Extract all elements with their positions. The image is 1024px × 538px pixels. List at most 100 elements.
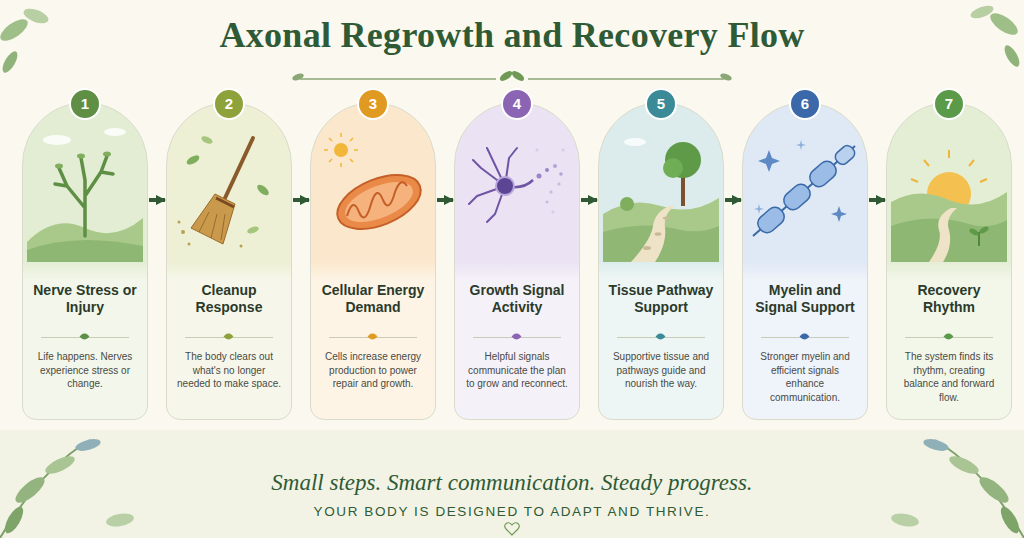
bristle-lines: [199, 212, 225, 240]
myelin-segment: [807, 158, 840, 190]
winding-path: [631, 206, 675, 262]
leaf: [105, 512, 135, 529]
pathway-illustration: [603, 138, 719, 262]
leaf: [0, 49, 20, 75]
signal-dot: [552, 211, 555, 214]
step-card: 2Cleanup ResponseThe body clears out wha…: [166, 102, 292, 420]
leaf: [997, 504, 1022, 536]
flow-arrow: [437, 198, 453, 202]
myelin-segment: [755, 204, 788, 236]
step-number: 5: [645, 88, 677, 120]
sparkle: [831, 206, 847, 222]
hill: [891, 218, 1007, 262]
tree-crown: [665, 142, 701, 178]
heading-area: Cellular Energy Demand: [316, 269, 430, 329]
step-number: 6: [789, 88, 821, 120]
myelin-illustration: [753, 140, 857, 236]
bush: [620, 197, 634, 211]
divider-line: [761, 337, 849, 338]
heart-ornament: [505, 523, 520, 535]
step-heading: Recovery Rhythm: [892, 282, 1006, 316]
leaf: [12, 473, 49, 507]
cloud: [43, 135, 71, 145]
bottom-wash: [0, 430, 1024, 538]
axon: [505, 180, 533, 187]
leaf: [55, 164, 63, 169]
mitochondrion-inner: [340, 174, 419, 231]
hill: [603, 198, 719, 262]
signal-dot: [559, 172, 563, 176]
leaf: [0, 15, 31, 45]
step-heading: Nerve Stress or Injury: [28, 282, 142, 316]
divider-line: [185, 337, 273, 338]
step-description: The system finds its rhythm, creating ba…: [895, 350, 1003, 404]
broom-band: [216, 198, 234, 207]
signal-dot: [546, 201, 549, 204]
sun-rays: [324, 133, 358, 167]
step-description: The body clears out what's no longer nee…: [175, 350, 283, 391]
winding-path: [929, 208, 957, 262]
divider-leaf: [224, 332, 234, 342]
leaf: [890, 512, 920, 529]
leaf: [1, 504, 26, 536]
signal-dot: [545, 168, 549, 172]
divider-line: [329, 337, 417, 338]
signal-dot: [562, 149, 565, 152]
myelin-segment: [833, 143, 857, 167]
divider-leaf: [656, 332, 666, 342]
divider-leaf: [944, 332, 954, 342]
step-description: Stronger myelin and efficient signals en…: [751, 350, 859, 404]
tree-trunk: [681, 176, 685, 206]
diagram-title: Axonal Regrowth and Recovery Flow: [0, 14, 1024, 56]
hill: [603, 225, 719, 262]
title-flourish: [291, 69, 732, 83]
step-heading: Cleanup Response: [172, 282, 286, 316]
leaf: [77, 154, 85, 159]
step-heading: Cellular Energy Demand: [316, 282, 430, 316]
cloud: [624, 138, 646, 146]
label-area: YOUR BODY IS DESIGNED TO ADAPT AND THRIV…: [0, 504, 1024, 519]
tree-crown: [663, 158, 683, 178]
signal-dot: [553, 164, 557, 168]
dust: [240, 245, 243, 248]
leaf: [969, 3, 995, 21]
sprout-stem: [978, 232, 980, 246]
tagline: Small steps. Smart communication. Steady…: [0, 470, 1024, 496]
axon-core: [753, 146, 855, 236]
hill: [891, 192, 1007, 262]
leaf: [43, 453, 77, 477]
flow-arrow: [725, 198, 741, 202]
divider-line: [905, 337, 993, 338]
leaf: [291, 72, 304, 82]
flow-arrow: [869, 198, 885, 202]
bare-tree: [55, 156, 113, 236]
stepping-stone: [655, 232, 662, 236]
mitochondrion-illustration: [324, 133, 428, 240]
leaf: [968, 227, 979, 236]
cell-body: [496, 177, 514, 195]
leaf: [987, 9, 1021, 39]
sun: [334, 143, 348, 157]
cloud: [104, 128, 126, 136]
leaf: [74, 437, 102, 453]
sun: [927, 172, 971, 216]
step-description: Supportive tissue and pathways guide and…: [607, 350, 715, 391]
heading-area: Recovery Rhythm: [892, 269, 1006, 329]
flow-arrow: [293, 198, 309, 202]
step-card: 1Nerve Stress or InjuryLife happens. Ner…: [22, 102, 148, 420]
flow-arrow: [581, 198, 597, 202]
leaf: [498, 69, 513, 83]
leaf: [200, 135, 213, 146]
corner-foliage: [0, 3, 1024, 538]
signal-dot: [549, 190, 552, 193]
signal-dot: [536, 149, 539, 152]
divider-leaf: [80, 332, 90, 342]
leaf: [22, 6, 51, 26]
step-number: 7: [933, 88, 965, 120]
broom-bristles: [191, 194, 235, 244]
step-number: 1: [69, 88, 101, 120]
dust: [188, 243, 191, 246]
heart: [505, 523, 520, 535]
